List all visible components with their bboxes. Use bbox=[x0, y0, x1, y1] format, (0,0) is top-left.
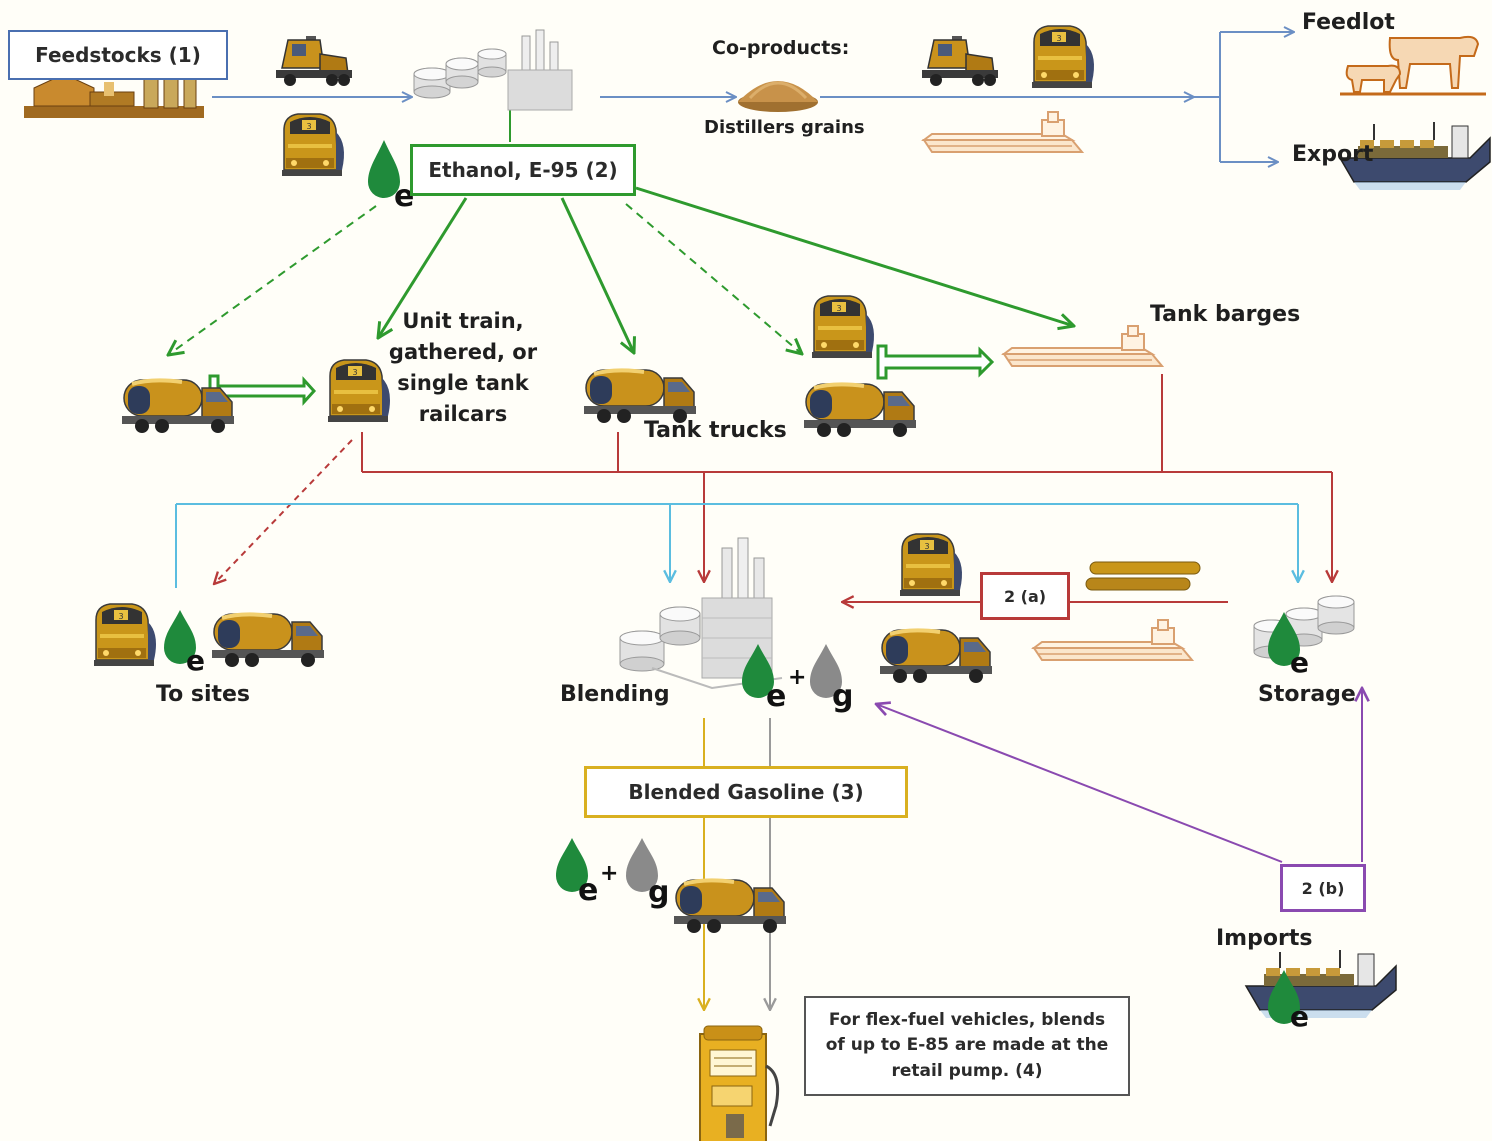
tank-truck-icon bbox=[672, 878, 788, 935]
flow-ethanol-distribution bbox=[168, 186, 1074, 355]
export-label: Export bbox=[1292, 142, 1374, 167]
blending-label: Blending bbox=[560, 682, 670, 707]
locomotive-icon bbox=[899, 533, 963, 597]
svg-text:e: e bbox=[766, 679, 786, 714]
feedstocks-label: Feedstocks (1) bbox=[35, 43, 201, 67]
svg-text:+: + bbox=[600, 861, 618, 886]
ethanol-plant-icon bbox=[413, 29, 573, 111]
ethanol-box: Ethanol, E-95 (2) bbox=[410, 144, 636, 196]
semi-truck-icon bbox=[275, 35, 353, 87]
svg-text:e: e bbox=[186, 644, 205, 674]
blend-drops-icon: e + g bbox=[742, 644, 853, 714]
svg-text:g: g bbox=[648, 875, 669, 910]
to-sites-label: To sites bbox=[156, 682, 251, 707]
blend-drops-icon: e + g bbox=[556, 838, 669, 910]
feedlot-label: Feedlot bbox=[1302, 10, 1395, 35]
flow-sites-storage-blending-link bbox=[175, 503, 1298, 588]
locomotive-icon bbox=[811, 295, 875, 359]
svg-text:e: e bbox=[394, 179, 414, 214]
tank-truck-icon bbox=[878, 628, 994, 685]
barge-icon bbox=[1003, 325, 1163, 367]
unit-train-line: railcars bbox=[418, 402, 508, 426]
cattle-icon bbox=[1340, 35, 1486, 96]
ethanol-drop-icon: e bbox=[368, 140, 414, 214]
label-2b-box: 2 (b) bbox=[1280, 864, 1366, 912]
coproducts-subtitle: Distillers grains bbox=[704, 117, 865, 138]
fuel-pump-icon bbox=[699, 1025, 780, 1141]
blended-gasoline-box: Blended Gasoline (3) bbox=[584, 766, 908, 818]
feedstocks-box: Feedstocks (1) bbox=[8, 30, 228, 80]
tank-truck-icon bbox=[120, 378, 236, 435]
semi-truck-icon bbox=[921, 35, 999, 87]
storage-label: Storage bbox=[1258, 682, 1356, 707]
ethanol-drop-icon: e bbox=[1268, 970, 1309, 1032]
coproducts-title: Co-products: bbox=[712, 37, 850, 59]
tank-truck-icon bbox=[802, 382, 918, 439]
unit-train-line: Unit train, bbox=[402, 309, 524, 333]
tank-truck-icon bbox=[582, 368, 698, 425]
flex-fuel-note: For flex-fuel vehicles, blends of up to … bbox=[825, 1009, 1109, 1081]
flow-imports bbox=[876, 688, 1362, 863]
label-2a-box: 2 (a) bbox=[980, 572, 1070, 620]
locomotive-icon bbox=[1031, 25, 1095, 89]
svg-text:+: + bbox=[788, 665, 806, 690]
locomotive-icon bbox=[93, 603, 157, 667]
corn-farm-icon bbox=[24, 62, 204, 118]
barge-icon bbox=[1033, 619, 1193, 661]
blended-gasoline-label: Blended Gasoline (3) bbox=[628, 780, 864, 804]
svg-text:e: e bbox=[1290, 1000, 1309, 1032]
barge-icon bbox=[923, 111, 1083, 153]
ethanol-label: Ethanol, E-95 (2) bbox=[428, 158, 618, 182]
label-2a: 2 (a) bbox=[1003, 586, 1047, 606]
flex-fuel-note-box: For flex-fuel vehicles, blends of up to … bbox=[804, 996, 1130, 1096]
pipeline-icon bbox=[1085, 561, 1201, 591]
svg-text:e: e bbox=[1290, 646, 1309, 678]
flow-coproducts-to-market bbox=[820, 32, 1294, 162]
ethanol-drop-icon: e bbox=[164, 610, 205, 674]
flow-transport-to-blending-and-storage bbox=[214, 374, 1332, 602]
svg-text:e: e bbox=[578, 873, 598, 908]
ethanol-drop-icon: e bbox=[1268, 612, 1309, 678]
imports-label: Imports bbox=[1216, 926, 1313, 951]
tank-trucks-label: Tank trucks bbox=[644, 418, 787, 443]
locomotive-icon bbox=[327, 359, 391, 423]
unit-train-label: Unit train, gathered, or single tank rai… bbox=[388, 306, 538, 430]
tank-barges-label: Tank barges bbox=[1150, 302, 1301, 327]
svg-text:g: g bbox=[832, 679, 853, 714]
transfer-connector-rail-to-barge bbox=[876, 344, 995, 380]
unit-train-line: single tank bbox=[397, 371, 529, 395]
locomotive-icon bbox=[281, 113, 345, 177]
grain-pile-icon bbox=[738, 81, 818, 112]
label-2b: 2 (b) bbox=[1301, 878, 1345, 898]
unit-train-line: gathered, or bbox=[388, 340, 538, 364]
flow-blended-to-pump bbox=[704, 718, 770, 1010]
tank-truck-icon bbox=[210, 612, 326, 669]
